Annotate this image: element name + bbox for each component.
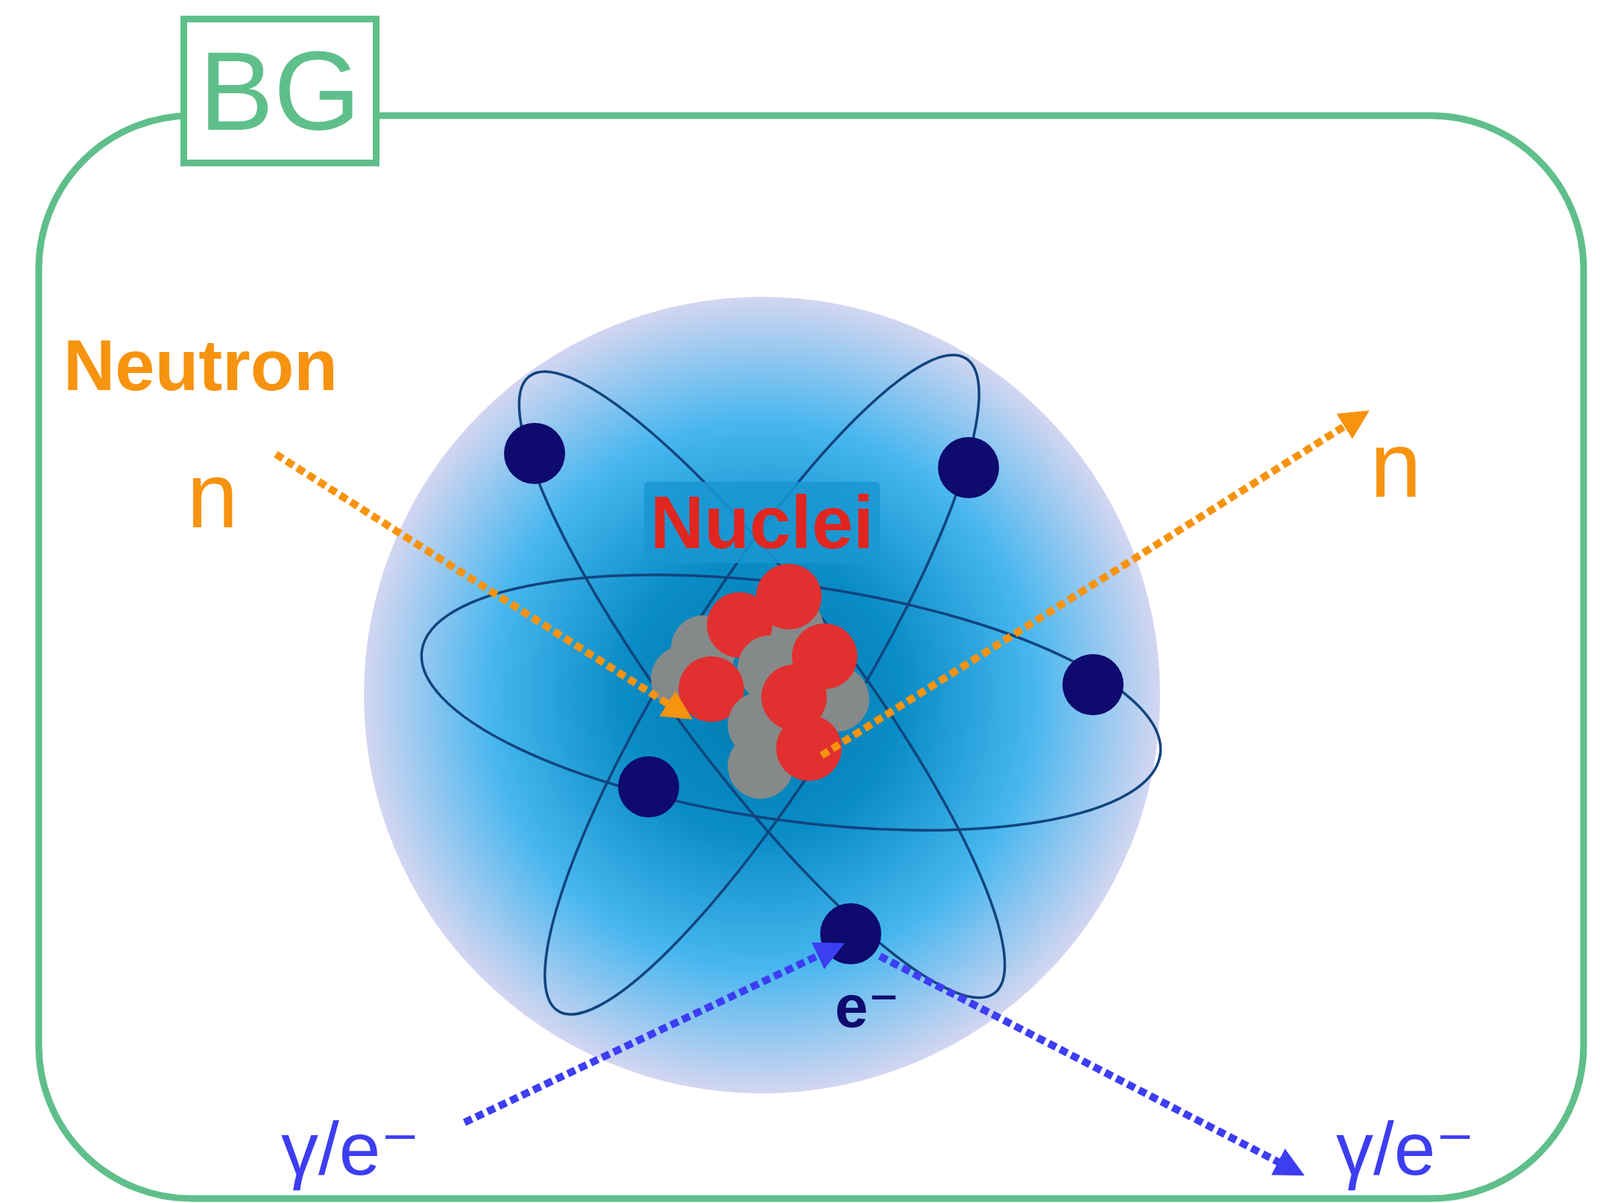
orbits [405,311,1177,1058]
particle-symbol: γ/e⁻ [281,1109,420,1188]
nucleus [650,563,870,799]
electrons [504,422,1124,965]
orbit [405,533,1177,871]
electron-cloud [363,296,1161,1094]
orbit [483,311,1041,1058]
particle-symbol: n [187,446,239,544]
particle-symbol: γ/e⁻ [1336,1109,1475,1188]
region-heading: BG [199,35,361,147]
particle-symbol: n [1370,416,1422,513]
neutron-in [275,454,680,712]
scatter-paths [275,418,1357,1169]
gamma-in [464,949,832,1123]
neutron-out [821,418,1357,756]
region-border [38,115,1584,1199]
particle-name: Neutron [63,328,338,404]
region-tab: BG [180,15,380,167]
region-box: BG [38,115,1584,1199]
part-name: Nuclei [644,481,880,563]
particle-symbol: e⁻ [835,975,900,1038]
region-outline [38,115,1584,1199]
gamma-out [879,955,1292,1169]
